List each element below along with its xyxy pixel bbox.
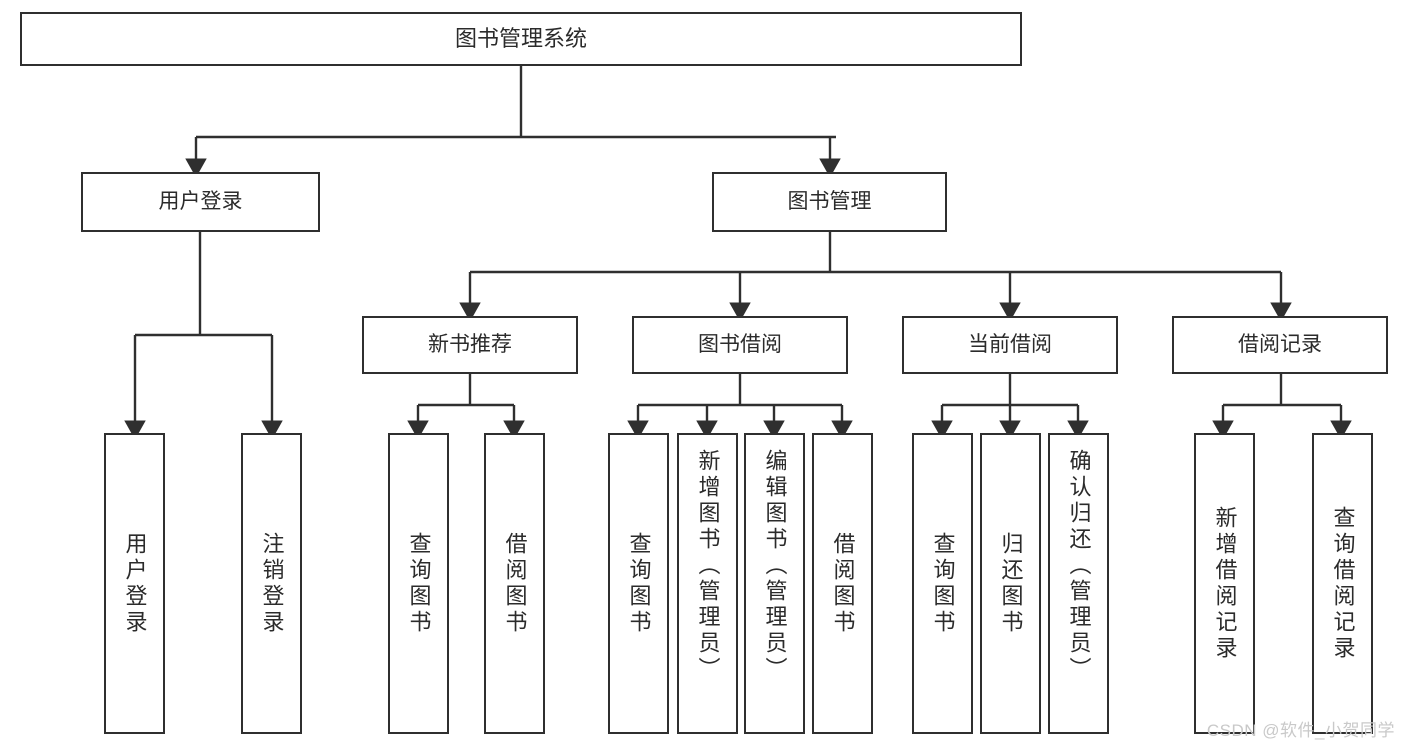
node-current-borrow[interactable]: 当前借阅 bbox=[902, 316, 1118, 374]
leaf-query-book-current[interactable]: 查询图书 bbox=[912, 433, 973, 734]
csdn-watermark: CSDN @软件_小贺同学 bbox=[1206, 721, 1395, 740]
leaf-edit-book-admin-label: 编辑图书（管理员） bbox=[762, 449, 788, 683]
leaf-user-login-label: 用户登录 bbox=[122, 531, 148, 636]
leaf-query-book-borrow-label: 查询图书 bbox=[626, 531, 652, 636]
leaf-query-borrow-record-label: 查询借阅记录 bbox=[1330, 505, 1356, 662]
node-borrow-records-label: 借阅记录 bbox=[1238, 332, 1322, 356]
node-book-management[interactable]: 图书管理 bbox=[712, 172, 947, 232]
node-user-login[interactable]: 用户登录 bbox=[81, 172, 320, 232]
leaf-add-book-admin-label: 新增图书（管理员） bbox=[695, 449, 721, 683]
leaf-borrow-book-recommend[interactable]: 借阅图书 bbox=[484, 433, 545, 734]
leaf-add-borrow-record-label: 新增借阅记录 bbox=[1212, 505, 1238, 662]
leaf-query-book-current-label: 查询图书 bbox=[930, 531, 956, 636]
node-root-system[interactable]: 图书管理系统 bbox=[20, 12, 1022, 66]
leaf-add-borrow-record[interactable]: 新增借阅记录 bbox=[1194, 433, 1255, 734]
node-new-book-recommend-label: 新书推荐 bbox=[428, 332, 512, 356]
leaf-confirm-return-admin[interactable]: 确认归还（管理员） bbox=[1048, 433, 1109, 734]
node-new-book-recommend[interactable]: 新书推荐 bbox=[362, 316, 578, 374]
node-book-borrow[interactable]: 图书借阅 bbox=[632, 316, 848, 374]
leaf-logout-label: 注销登录 bbox=[259, 531, 285, 636]
node-current-borrow-label: 当前借阅 bbox=[968, 332, 1052, 356]
leaf-borrow-book-label: 借阅图书 bbox=[830, 531, 856, 636]
leaf-borrow-book[interactable]: 借阅图书 bbox=[812, 433, 873, 734]
leaf-add-book-admin[interactable]: 新增图书（管理员） bbox=[677, 433, 738, 734]
leaf-borrow-book-recommend-label: 借阅图书 bbox=[502, 531, 528, 636]
leaf-user-login[interactable]: 用户登录 bbox=[104, 433, 165, 734]
node-book-borrow-label: 图书借阅 bbox=[698, 332, 782, 356]
node-user-login-label: 用户登录 bbox=[158, 189, 243, 213]
leaf-logout[interactable]: 注销登录 bbox=[241, 433, 302, 734]
leaf-return-book[interactable]: 归还图书 bbox=[980, 433, 1041, 734]
node-root-label: 图书管理系统 bbox=[454, 26, 587, 52]
leaf-return-book-label: 归还图书 bbox=[998, 531, 1024, 636]
leaf-edit-book-admin[interactable]: 编辑图书（管理员） bbox=[744, 433, 805, 734]
leaf-query-book-recommend[interactable]: 查询图书 bbox=[388, 433, 449, 734]
leaf-query-book-borrow[interactable]: 查询图书 bbox=[608, 433, 669, 734]
leaf-query-book-recommend-label: 查询图书 bbox=[406, 531, 432, 636]
node-borrow-records[interactable]: 借阅记录 bbox=[1172, 316, 1388, 374]
node-book-management-label: 图书管理 bbox=[787, 189, 872, 213]
leaf-confirm-return-admin-label: 确认归还（管理员） bbox=[1066, 449, 1092, 683]
leaf-query-borrow-record[interactable]: 查询借阅记录 bbox=[1312, 433, 1373, 734]
